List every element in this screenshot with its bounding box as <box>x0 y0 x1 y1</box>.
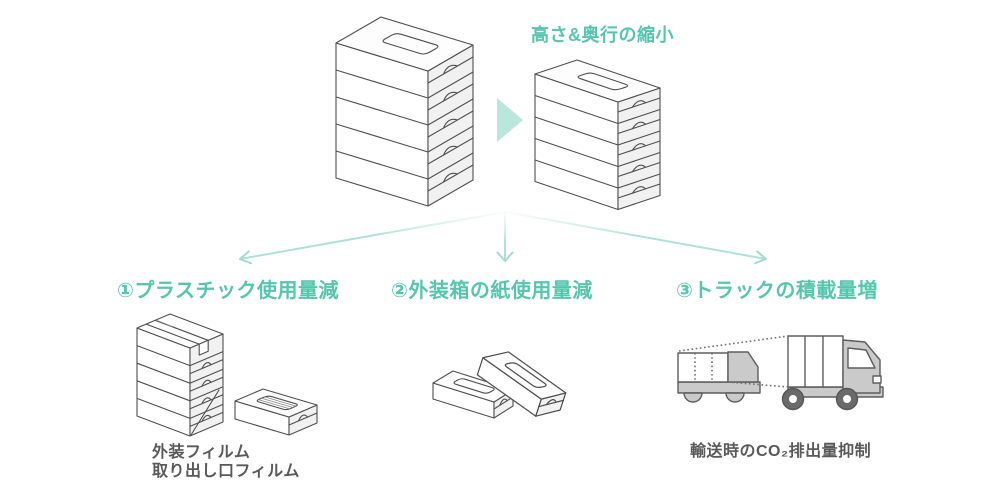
tissue-box-single-icon <box>234 388 318 436</box>
benefit-1-caption: 外装フィルム 取り出し口フィルム <box>152 443 300 481</box>
caption-line: 取り出し口フィルム <box>152 463 300 480</box>
projection-dotted-lines <box>678 335 789 388</box>
tissue-stack-before-icon <box>335 16 474 207</box>
stack-side-notches <box>427 56 474 192</box>
benefit-2-heading: ②外装箱の紙使用量減 <box>391 280 593 302</box>
truck-large <box>781 335 884 411</box>
tissue-box-pair-icon <box>432 344 573 424</box>
film-band <box>145 319 209 356</box>
opening-film-stripes <box>258 396 297 410</box>
benefit-1-heading: ①プラスチック使用量減 <box>117 280 340 302</box>
tissue-stack-after-icon <box>534 59 661 211</box>
stack-division-lines <box>136 345 224 419</box>
film-wrapped-stack-icon <box>136 313 224 437</box>
stack-division-lines <box>534 94 661 189</box>
truck-small <box>677 351 761 403</box>
film-fold-line <box>190 389 220 436</box>
trucks-comparison-icon <box>677 335 884 411</box>
stack-side-notches <box>617 97 661 199</box>
benefit-3-caption: 輸送時のCO₂排出量抑制 <box>690 443 872 460</box>
transform-arrow-icon <box>497 98 523 142</box>
caption-line: 外装フィルム <box>152 444 251 461</box>
stack-division-lines <box>335 69 474 180</box>
transform-title: 高さ&奥行の縮小 <box>531 25 674 45</box>
fan-arrows-icon <box>239 211 767 265</box>
box-side-notch <box>288 412 318 426</box>
stack-side-notches <box>189 359 224 427</box>
benefit-3-heading: ③トラックの積載量増 <box>676 280 878 302</box>
